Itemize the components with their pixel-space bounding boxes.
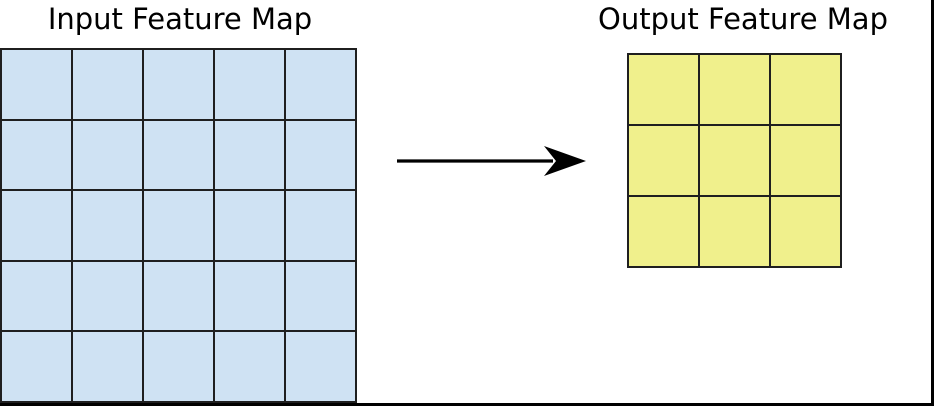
input-feature-map-cell [286,191,355,260]
input-feature-map-cell [144,332,213,401]
input-feature-map-cell [2,332,71,401]
input-feature-map-cell [2,50,71,119]
input-feature-map-cell [73,191,142,260]
output-feature-map-cell [771,55,840,124]
output-feature-map-cell [700,55,769,124]
input-feature-map-cell [286,50,355,119]
input-feature-map-cell [215,120,284,190]
input-feature-map-cell [2,261,71,331]
input-feature-map-cell [73,120,142,190]
input-feature-map-cell [215,191,284,260]
output-feature-map-title: Output Feature Map [598,2,888,36]
input-feature-map-cell [286,332,355,401]
input-feature-map-cell [2,120,71,190]
output-feature-map-grid [627,53,842,268]
input-feature-map-cell [2,191,71,260]
input-feature-map-cell [144,50,213,119]
input-feature-map-cell [73,50,142,119]
input-feature-map-cell [215,332,284,401]
output-feature-map-cell [700,126,769,195]
input-feature-map-cell [144,120,213,190]
arrow-right-icon [397,146,586,176]
output-feature-map-cell [771,126,840,195]
input-feature-map-cell [73,332,142,401]
input-feature-map-cell [215,50,284,119]
input-feature-map-cell [215,261,284,331]
input-feature-map-grid [0,48,357,403]
input-feature-map-title: Input Feature Map [47,2,313,36]
input-feature-map-cell [144,261,213,331]
output-feature-map-cell [771,197,840,266]
output-feature-map-cell [629,197,698,266]
output-feature-map-cell [700,197,769,266]
input-feature-map-cell [73,261,142,331]
output-feature-map-cell [629,126,698,195]
output-feature-map-cell [629,55,698,124]
input-feature-map-cell [286,261,355,331]
input-feature-map-cell [144,191,213,260]
input-feature-map-cell [286,120,355,190]
